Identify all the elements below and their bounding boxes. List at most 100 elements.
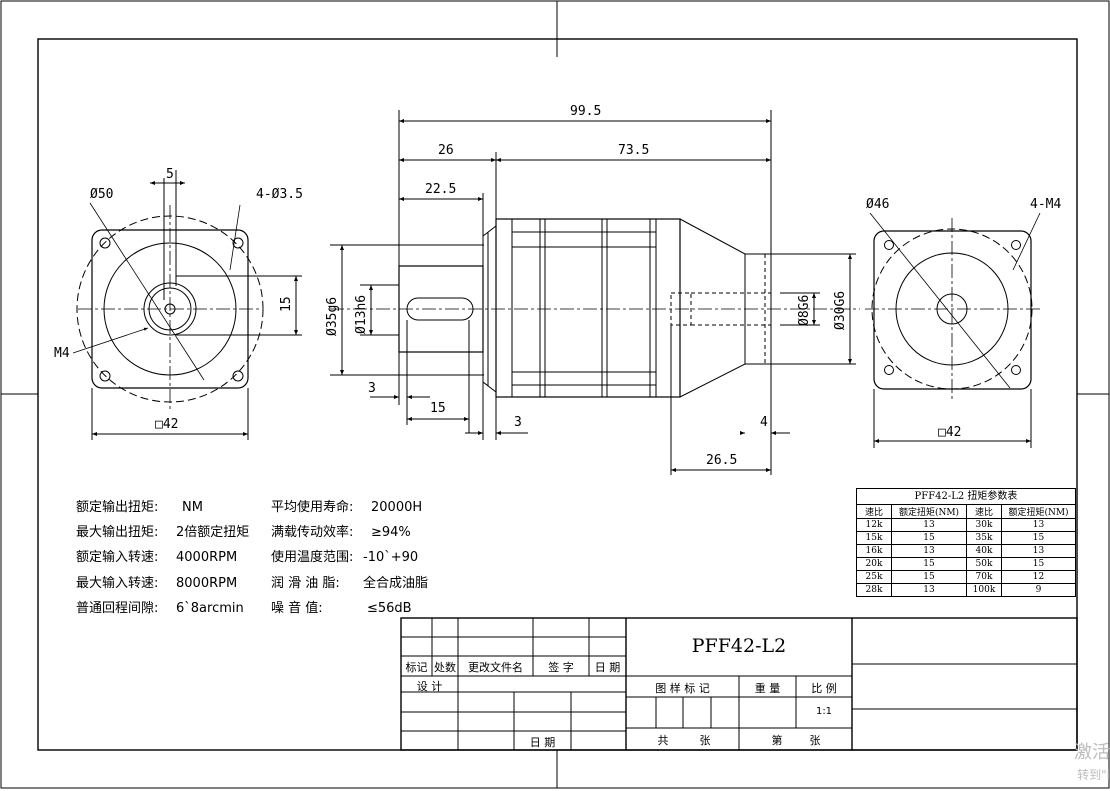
dim-overall-length: 99.5 (570, 104, 601, 119)
spec-value: 2倍额定扭矩 (176, 525, 250, 540)
spec-max-input-speed: 最大输入转速: 8000RPM (76, 572, 237, 591)
tb-date: 日 期 (594, 661, 621, 674)
dim-key-offset: 15 (430, 401, 446, 416)
cell: 30k (966, 518, 1002, 532)
dim-key-height: 15 (279, 296, 294, 312)
cell: 35k (966, 531, 1002, 545)
spec-label: 噪 音 值: (271, 601, 323, 616)
cell: 15 (891, 570, 967, 584)
spec-label: 额定输出扭矩: (76, 500, 159, 515)
dim-right-square: □42 (938, 425, 961, 440)
tb-total: 共 (657, 734, 669, 747)
dim-flange-thickness: 3 (514, 415, 522, 430)
spec-value: 20000H (371, 500, 423, 515)
right-view (865, 212, 1041, 448)
cell: 100k (966, 583, 1002, 597)
tb-mark: 标记 (405, 661, 428, 674)
spec-label: 使用温度范围: (271, 550, 354, 565)
activation-watermark-line2: 转到"i (1077, 768, 1110, 782)
spec-label: 额定输入转速: (76, 550, 159, 565)
tb-sheet-no: 第 (771, 734, 783, 747)
cell: 12 (1001, 570, 1076, 584)
header-torque: 额定扭矩(NM) (891, 504, 967, 519)
tb-sheets-2: 张 (809, 734, 821, 747)
activation-watermark-line1: 激活 (1074, 742, 1110, 763)
tb-scale-value: 1:1 (815, 706, 833, 717)
cell: 13 (1001, 544, 1076, 558)
tb-weight: 重 量 (754, 682, 781, 695)
cell: 9 (1001, 583, 1076, 597)
tb-sample-mark: 图 样 标 记 (655, 682, 710, 695)
spec-label: 平均使用寿命: (271, 500, 354, 515)
dim-flange-diameter: Ø35g6 (325, 297, 340, 336)
dim-left-square: □42 (155, 417, 178, 432)
tb-signature: 签 字 (548, 661, 574, 674)
spec-value: 8000RPM (176, 576, 238, 591)
cell: 15k (856, 531, 892, 545)
cell: 15 (891, 557, 967, 571)
spec-noise: 噪 音 值: ≤56dB (271, 597, 412, 616)
spec-label: 满载传动效率: (271, 525, 354, 540)
dim-shoulder: 3 (368, 381, 376, 396)
cell: 13 (1001, 518, 1076, 532)
tb-change-doc: 更改文件名 (468, 661, 523, 674)
cell: 15 (891, 531, 967, 545)
header-torque: 额定扭矩(NM) (1001, 504, 1076, 519)
cell: 15 (1001, 557, 1076, 571)
cell: 25k (856, 570, 892, 584)
cell: 13 (891, 518, 967, 532)
dim-key-width: 5 (166, 167, 174, 182)
header-ratio: 速比 (966, 504, 1002, 519)
cell: 13 (891, 544, 967, 558)
side-view (330, 110, 860, 475)
cell: 28k (856, 583, 892, 597)
tb-date-2: 日 期 (529, 736, 556, 749)
spec-value: ≥94% (371, 525, 411, 540)
torque-table-title: PFF42-L2 扭矩参数表 (856, 488, 1076, 504)
spec-temperature: 使用温度范围:-10`+90 (271, 546, 418, 565)
dim-housing-length: 73.5 (618, 143, 649, 158)
dim-pilot-depth: 4 (760, 415, 768, 430)
dim-left-bolt-circle: Ø50 (90, 187, 113, 202)
spec-value: NM (182, 500, 203, 515)
model-title: PFF42-L2 (691, 635, 787, 657)
dim-keyway-length: 22.5 (425, 182, 456, 197)
spec-value: 6`8arcmin (176, 601, 244, 616)
dim-motor-bore: Ø8G6 (797, 295, 812, 326)
tb-design: 设 计 (416, 680, 443, 693)
spec-label: 最大输入转速: (76, 576, 159, 591)
torque-table: PFF42-L2 扭矩参数表 速比 额定扭矩(NM) 速比 额定扭矩(NM) 1… (856, 488, 1076, 597)
spec-label: 最大输出扭矩: (76, 525, 159, 540)
spec-lubricant: 润 滑 油 脂:全合成油脂 (271, 572, 428, 591)
cell: 12k (856, 518, 892, 532)
tb-sheets: 张 (699, 734, 711, 747)
cell: 50k (966, 557, 1002, 571)
spec-rated-input-speed: 额定输入转速: 4000RPM (76, 546, 237, 565)
dim-input-depth: 26.5 (706, 453, 737, 468)
dim-motor-pilot: Ø30G6 (833, 291, 848, 330)
dim-center-thread: M4 (54, 346, 70, 361)
spec-value: ≤56dB (367, 601, 412, 616)
spec-label: 普通回程间隙: (76, 601, 159, 616)
dim-right-bolt-circle: Ø46 (866, 197, 889, 212)
dim-shaft-diameter: Ø13h6 (354, 295, 369, 334)
dim-right-holes: 4-M4 (1030, 197, 1061, 212)
cell: 15 (1001, 531, 1076, 545)
dim-shaft-length: 26 (438, 143, 454, 158)
cell: 20k (856, 557, 892, 571)
spec-value: 4000RPM (176, 550, 238, 565)
dim-left-holes: 4-Ø3.5 (256, 187, 303, 202)
tb-scale-label: 比 例 (811, 682, 837, 695)
spec-max-output-torque: 最大输出扭矩: 2倍额定扭矩 (76, 521, 249, 540)
torque-table-header: 速比 额定扭矩(NM) 速比 额定扭矩(NM) (856, 504, 1076, 519)
header-ratio: 速比 (856, 504, 892, 519)
cell: 40k (966, 544, 1002, 558)
spec-efficiency: 满载传动效率: ≥94% (271, 521, 411, 540)
cell: 13 (891, 583, 967, 597)
tb-count: 处数 (434, 661, 456, 674)
